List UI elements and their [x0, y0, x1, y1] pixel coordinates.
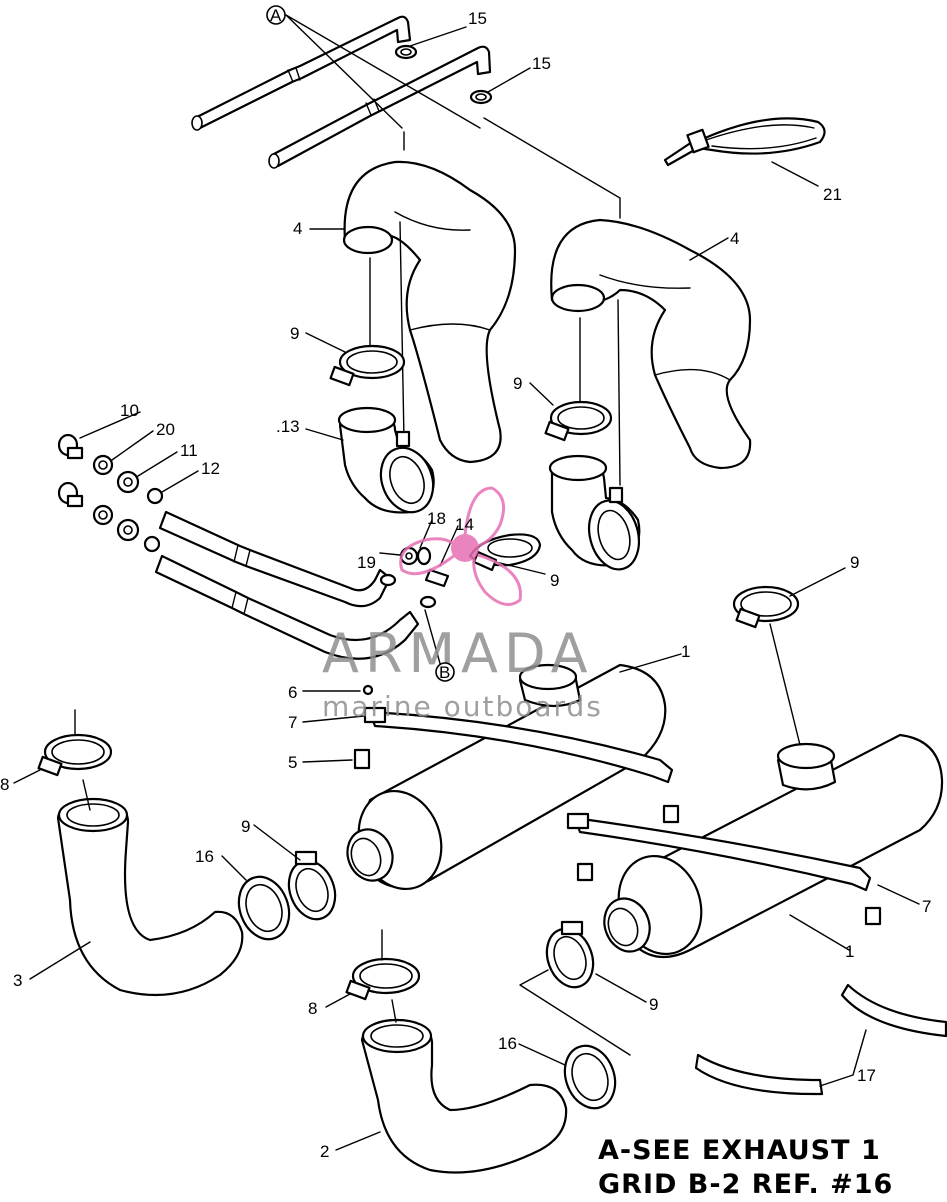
muffler-1-lower — [603, 733, 944, 959]
callout-b-circle — [435, 662, 455, 682]
label-15-top: 15 — [468, 9, 487, 28]
vent-hose-lower — [268, 45, 492, 169]
label-1-lower: 1 — [845, 942, 854, 961]
label-21: 21 — [823, 185, 842, 204]
label-19: 19 — [357, 553, 376, 572]
coupler-16-lower — [563, 1044, 617, 1110]
label-12: 12 — [201, 459, 220, 478]
outlet-elbow-13-right — [548, 454, 641, 571]
hose-clamp-15-upper — [394, 44, 418, 60]
label-8-lower: 8 — [308, 999, 317, 1018]
clamp-9-left — [329, 344, 406, 387]
label-10: 10 — [120, 401, 139, 420]
armada-watermark: ARMADA marine outboards — [322, 486, 603, 723]
label-16-lower: 16 — [498, 1034, 517, 1053]
cable-tie-21 — [663, 117, 826, 167]
hose-clamp-15-lower — [469, 89, 493, 105]
clamp-8-lower — [345, 957, 421, 1001]
logo-hub — [451, 534, 479, 562]
label-9-d: 9 — [850, 553, 859, 572]
label-3: 3 — [13, 971, 22, 990]
label-17: 17 — [857, 1066, 876, 1085]
drain-hose-upper — [158, 510, 392, 608]
label-7-right: 7 — [922, 897, 931, 916]
callout-labels: A B 15 15 21 4 4 9 9 10 .13 20 11 12 18 … — [0, 5, 931, 1161]
heat-shield-17 — [694, 983, 947, 1096]
exhaust-elbow-4-left — [342, 160, 517, 464]
label-11: 11 — [180, 441, 198, 460]
muffler-1-upper — [346, 663, 667, 891]
label-4-left: 4 — [293, 219, 302, 238]
strap-clips-5 — [353, 684, 882, 926]
watermark-brand: ARMADA — [322, 622, 594, 685]
outlet-elbow-13-left — [337, 406, 435, 514]
mounting-strap-7-lower — [566, 812, 872, 892]
clamp-9-right — [544, 400, 613, 442]
label-16-upper: 16 — [195, 847, 214, 866]
reference-note-line1: A-SEE EXHAUST 1 — [598, 1135, 881, 1166]
label-9-c: 9 — [550, 571, 559, 590]
hose-fittings-group — [57, 433, 164, 553]
leader-lines — [13, 14, 920, 1151]
label-15-right: 15 — [532, 54, 551, 73]
callout-a-circle — [266, 5, 286, 25]
label-1-upper: 1 — [681, 642, 690, 661]
drain-hose-lower — [154, 554, 420, 660]
clamp-8-upper — [37, 733, 113, 777]
exhaust-elbow-4-right — [550, 218, 752, 470]
label-9-e: 9 — [241, 817, 250, 836]
clamp-9-lower-left — [287, 850, 337, 921]
mounting-strap-7-upper — [363, 706, 674, 784]
label-7-left: 7 — [288, 713, 297, 732]
label-9-b: 9 — [513, 374, 522, 393]
label-9-a: 9 — [290, 324, 299, 343]
label-5: 5 — [288, 753, 297, 772]
watermark-tagline: marine outboards — [322, 690, 603, 723]
reference-note-line2: GRID B-2 REF. #16 — [598, 1169, 894, 1200]
label-20: 20 — [156, 420, 175, 439]
label-18: 18 — [427, 509, 446, 528]
callout-a: A — [270, 6, 282, 25]
label-14: 14 — [455, 515, 474, 534]
clamp-9-lower-right — [545, 920, 595, 989]
logo-blade-right — [472, 553, 522, 606]
logo-blade-top — [463, 486, 506, 550]
armada-propeller-logo — [399, 486, 522, 606]
coupler-16-upper — [237, 875, 291, 941]
label-6: 6 — [288, 683, 297, 702]
label-9-f: 9 — [649, 995, 658, 1014]
label-4-right: 4 — [730, 229, 739, 248]
callout-b: B — [439, 663, 450, 682]
clamp-9-mid-right — [732, 585, 800, 629]
exhaust-pipe-2 — [360, 1018, 568, 1174]
label-2: 2 — [320, 1142, 329, 1161]
label-8-upper: 8 — [0, 775, 9, 794]
label-13: .13 — [276, 417, 300, 436]
exhaust-pipe-3 — [56, 797, 244, 997]
logo-blade-left — [399, 537, 457, 576]
